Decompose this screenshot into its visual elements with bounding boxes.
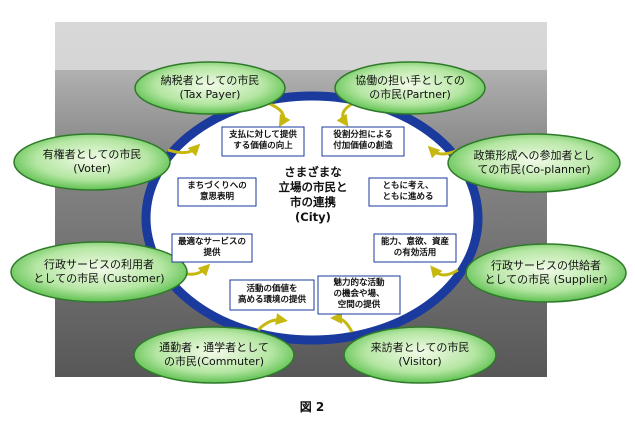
bubble-customer: [10, 241, 188, 303]
role-label-customer: 行政サービスの利用者 としての市民 (Customer): [33, 258, 165, 285]
arrow-partner-top: [336, 102, 353, 127]
role-label-commuter: 通勤者・通学者として の市民(Commuter): [159, 341, 269, 368]
link-label-activity: 活動の価値を 高める環境の提供: [237, 284, 306, 305]
center-label: さまざまな 立場の市民と 市の連携 (City): [278, 165, 348, 224]
link-label-cost-share: 役割分担による 付加価値の創造: [333, 130, 393, 151]
role-label-partner: 協働の担い手としての の市民(Partner): [355, 74, 465, 101]
link-label-town: まちづくりへの 意思表明: [187, 181, 247, 202]
bubble-tax-payer: [134, 61, 286, 115]
link-label-payment: 支払に対して提供 する価値の向上: [229, 130, 297, 151]
box-payment: [221, 126, 305, 157]
arrow-voter-left: [167, 143, 201, 157]
panel-top-strip: [55, 22, 547, 70]
arrow-supplier-right: [430, 265, 459, 279]
box-think: [368, 177, 448, 207]
box-activity: [229, 279, 315, 311]
role-label-tax-payer: 納税者としての市民 (Tax Payer): [160, 74, 260, 101]
link-label-attractive: 魅力的な活動 の機会や場、 空間の提供: [333, 278, 385, 310]
link-label-think: ともに考え、 ともに進める: [382, 181, 434, 202]
arrow-visitor-bottom: [330, 312, 354, 333]
bubble-co-planner: [447, 133, 621, 193]
role-label-co-planner: 政策形成への参加者とし ての市民(Co-planner): [473, 149, 595, 176]
link-label-service: 最適なサービスの 提供: [177, 237, 246, 258]
box-service: [171, 233, 253, 263]
box-cost-share: [321, 126, 405, 157]
role-label-voter: 有権者としての市民 (Voter): [42, 148, 142, 175]
bubble-commuter: [133, 326, 295, 384]
link-label-ability: 能力、意欲、資産 の有効活用: [380, 237, 449, 258]
bubble-visitor: [343, 326, 497, 384]
bubble-supplier: [465, 243, 627, 303]
role-label-visitor: 来訪者としての市民 (Visitor): [370, 341, 470, 368]
box-town: [177, 177, 257, 207]
bubble-voter: [13, 133, 171, 191]
box-attractive: [317, 275, 401, 315]
arrow-commuter-bottom: [256, 313, 288, 332]
figure-caption: 図 2: [299, 400, 325, 414]
box-ability: [373, 233, 457, 263]
arrow-taxpayer-top: [269, 102, 291, 128]
role-label-supplier: 行政サービスの供給者 としての市民 (Supplier): [484, 259, 608, 286]
bubble-partner: [334, 61, 486, 115]
